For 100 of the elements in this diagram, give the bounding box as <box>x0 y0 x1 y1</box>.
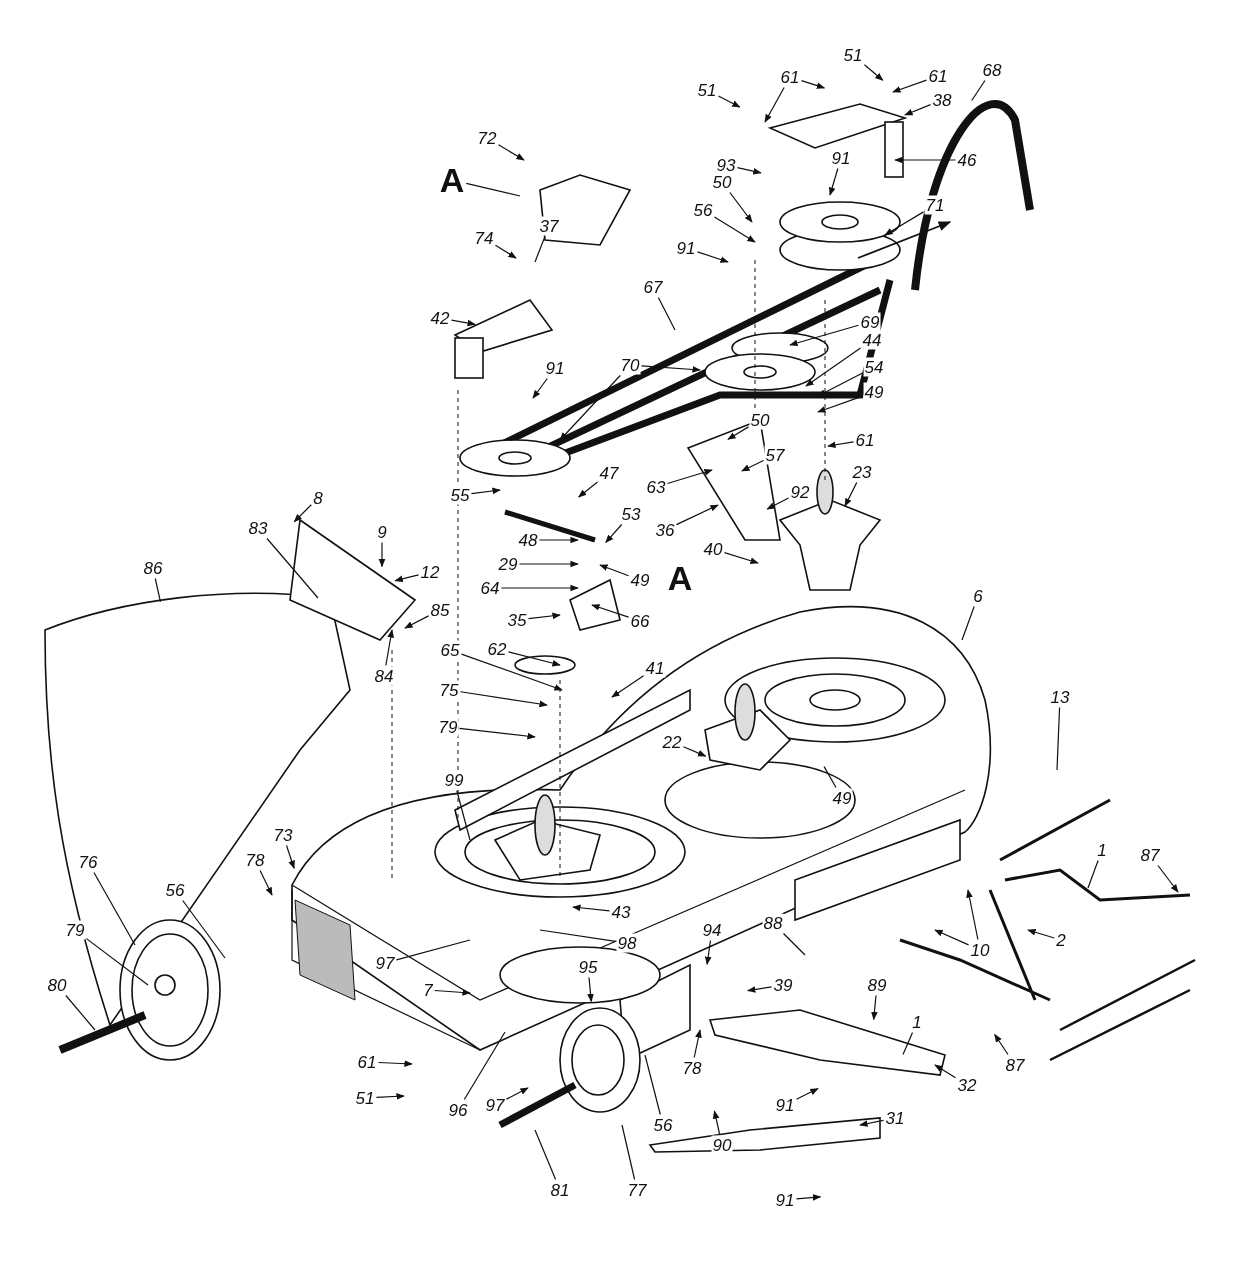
leader-line <box>894 156 957 164</box>
leader-line <box>266 537 319 599</box>
leader-line <box>395 939 471 961</box>
leader-line <box>782 932 806 956</box>
leader-line <box>154 577 162 603</box>
leader-line <box>378 541 386 568</box>
leader-line <box>507 651 561 667</box>
leader-line <box>682 746 707 757</box>
leader-line <box>518 560 579 568</box>
leader-line <box>871 994 878 1021</box>
leader-line <box>460 653 563 691</box>
callout-number: 79 <box>437 717 459 737</box>
leader-line <box>458 727 536 740</box>
leader-line <box>827 441 855 449</box>
leader-line <box>712 1110 721 1136</box>
leader-line <box>450 319 476 327</box>
leader-line <box>640 365 701 373</box>
leader-line <box>994 1033 1009 1056</box>
leader-line <box>828 167 839 196</box>
leader-line <box>741 459 765 472</box>
callout-number: 71 <box>924 195 946 215</box>
leader-line <box>823 766 837 789</box>
callout-number: 75 <box>438 680 460 700</box>
leader-line <box>456 789 471 841</box>
callout-number: 44 <box>861 330 883 350</box>
leader-line <box>93 871 136 946</box>
leader-line <box>465 182 521 197</box>
leader-line <box>717 95 741 108</box>
leader-line <box>904 104 932 116</box>
leader-line <box>795 1194 822 1201</box>
leader-line <box>961 605 975 641</box>
leader-line <box>644 1054 661 1116</box>
leader-line <box>971 79 986 102</box>
leader-line <box>805 347 862 387</box>
leader-line <box>764 86 785 123</box>
leader-line <box>657 296 676 331</box>
leader-line <box>1157 864 1179 893</box>
leader-line <box>470 487 501 495</box>
leader-line <box>463 1031 506 1101</box>
leader-line <box>729 191 753 223</box>
callout-number: 50 <box>749 410 771 430</box>
leader-line <box>259 869 273 896</box>
leader-line <box>800 80 826 89</box>
leader-line <box>527 612 561 620</box>
leader-line <box>747 986 773 993</box>
leader-line <box>795 1087 819 1100</box>
leader-line <box>85 938 149 986</box>
leader-line <box>539 929 617 942</box>
callout-number: 79 <box>64 920 86 940</box>
leader-line <box>666 469 713 485</box>
leader-line <box>934 929 970 946</box>
leader-line <box>532 377 548 399</box>
leader-line <box>611 675 645 698</box>
leader-line <box>559 374 621 441</box>
leader-line <box>934 1064 957 1079</box>
leader-line <box>966 889 979 941</box>
leader-line <box>621 1124 636 1181</box>
leader-line <box>505 1087 529 1100</box>
leader-line <box>766 497 790 510</box>
leader-line <box>534 1129 557 1181</box>
callout-number: 55 <box>449 485 471 505</box>
leader-line <box>727 426 750 440</box>
leader-line <box>578 481 599 498</box>
leader-line <box>713 216 756 243</box>
leader-line <box>605 523 623 544</box>
leader-line <box>394 574 420 583</box>
leader-line <box>65 994 96 1031</box>
leader-line <box>293 504 312 523</box>
leader-line <box>459 691 548 708</box>
leader-line <box>534 235 546 263</box>
leader-line <box>884 211 925 236</box>
leader-line <box>696 251 729 263</box>
callout-number: 84 <box>373 666 395 686</box>
callout-number: 98 <box>616 933 638 953</box>
leader-line <box>1056 706 1061 771</box>
leader-line <box>385 629 394 667</box>
leader-line <box>736 167 762 175</box>
leader-line <box>704 939 712 966</box>
leader-line <box>693 1029 702 1059</box>
leader-line <box>789 324 860 347</box>
leader-line <box>404 615 430 629</box>
leader-line <box>375 1093 405 1100</box>
leader-line <box>497 144 525 161</box>
leader-line <box>599 564 630 577</box>
leader-line <box>723 551 759 564</box>
leader-line <box>1087 859 1099 889</box>
leader-line <box>182 899 226 959</box>
leader-line <box>538 536 579 544</box>
leader-line <box>500 584 579 592</box>
leader-line <box>494 244 517 259</box>
callout-number: 57 <box>764 445 786 465</box>
leader-line <box>377 1060 413 1067</box>
leader-line <box>859 1119 885 1127</box>
leader-line <box>892 79 928 93</box>
callout-number: 54 <box>863 357 885 377</box>
leader-line <box>434 989 471 996</box>
callout-number: 65 <box>439 640 461 660</box>
callout-number: 69 <box>859 312 881 332</box>
leader-line <box>844 481 858 507</box>
callout-number: 37 <box>538 216 560 236</box>
